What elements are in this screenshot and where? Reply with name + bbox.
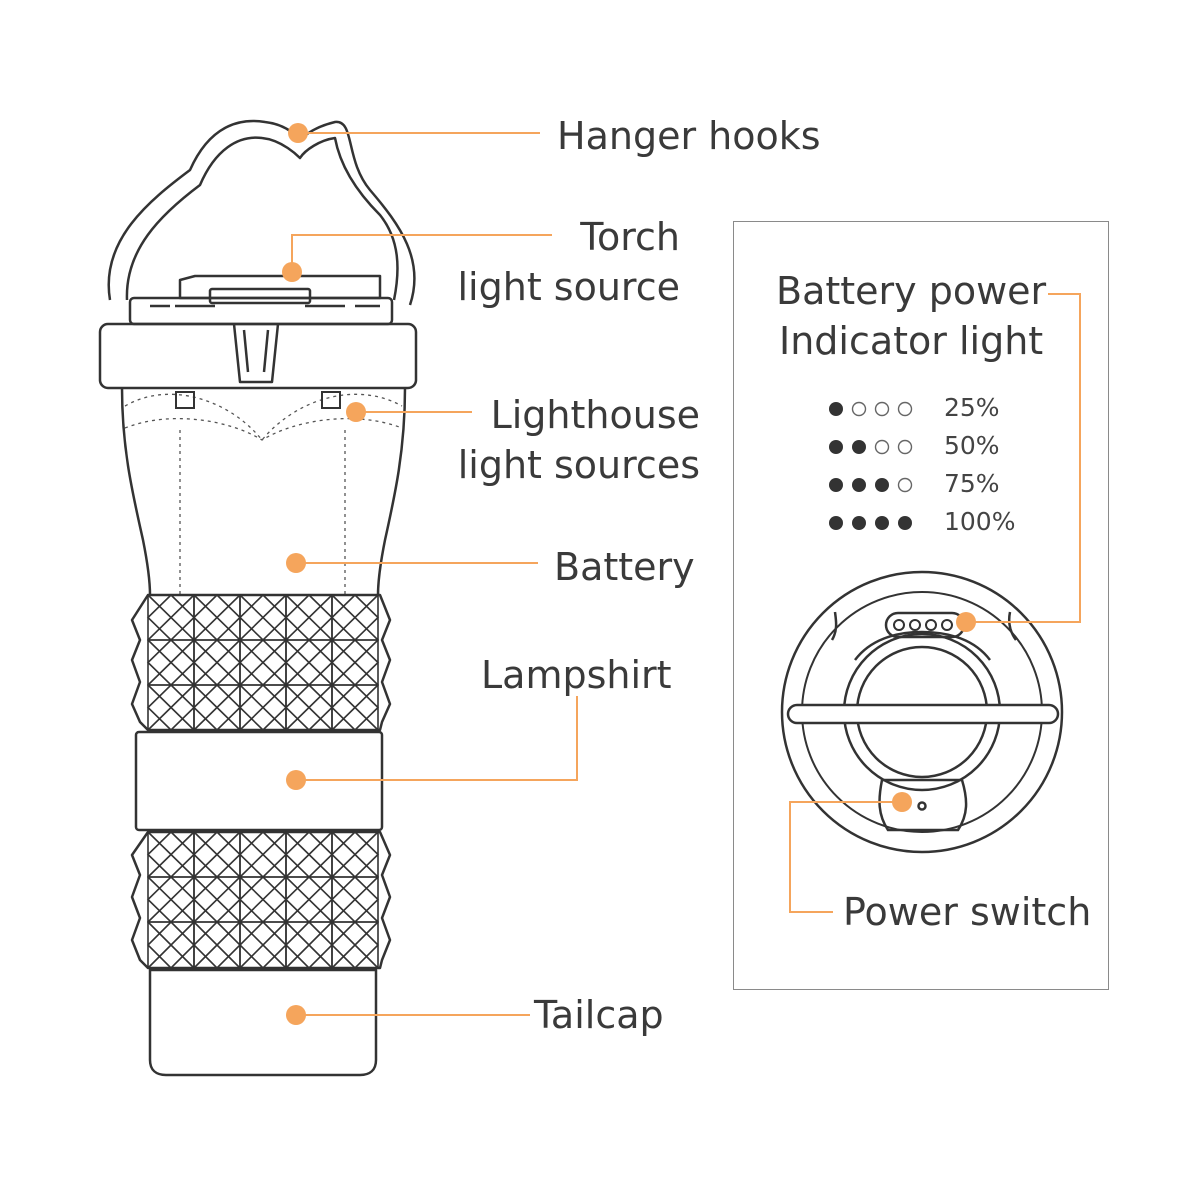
- label-hanger-hooks: Hanger hooks: [557, 114, 821, 158]
- lampshirt-stud: [192, 683, 242, 732]
- lampshirt-stud: [330, 593, 380, 642]
- lampshirt-stud: [192, 920, 242, 970]
- label-power-switch: Power switch: [843, 890, 1092, 934]
- lampshirt-stud: [284, 920, 334, 970]
- label-lampshirt: Lampshirt: [481, 653, 672, 697]
- lampshirt-stud: [192, 593, 242, 642]
- lampshirt-stud: [284, 683, 334, 732]
- bottom-view-panel: [733, 221, 1109, 990]
- level-dot-empty: [897, 477, 913, 493]
- level-dot-filled: [829, 440, 843, 454]
- lampshirt-stud: [284, 593, 334, 642]
- lantern-outline: [98, 119, 418, 596]
- callout-markers: [282, 123, 976, 1025]
- level-dot-empty: [897, 439, 913, 455]
- lampshirt-stud: [146, 875, 196, 924]
- lighthouse-dotted-lines: [124, 393, 403, 595]
- label-tailcap: Tailcap: [534, 993, 664, 1037]
- lampshirt-stud: [146, 920, 196, 970]
- level-dot-filled: [852, 478, 866, 492]
- level-dot-filled: [852, 516, 866, 530]
- level-dot-filled: [829, 478, 843, 492]
- lampshirt-stud: [284, 638, 334, 687]
- battery-level-25: 25%: [944, 393, 1000, 422]
- leader-lines: [291, 132, 1081, 1016]
- lampshirt-stud: [284, 830, 334, 879]
- lampshirt-stud: [192, 875, 242, 924]
- lampshirt-stud: [146, 638, 196, 687]
- lampshirt-stud: [146, 683, 196, 732]
- level-dot-filled: [829, 516, 843, 530]
- lampshirt-stud: [330, 638, 380, 687]
- level-dot-filled: [875, 478, 889, 492]
- lampshirt-stud: [192, 638, 242, 687]
- battery-level-100: 100%: [944, 507, 1016, 536]
- lampshirt-stud: [330, 830, 380, 879]
- battery-level-dots: [829, 401, 913, 530]
- lampshirt-stud: [146, 830, 196, 879]
- lampshirt-stud: [284, 875, 334, 924]
- lighthouse-leds: [175, 391, 341, 409]
- lampshirt-stud: [238, 875, 288, 924]
- level-dot-filled: [852, 440, 866, 454]
- lampshirt-studs: [146, 593, 380, 970]
- lampshirt-stud: [330, 683, 380, 732]
- label-battery: Battery: [554, 545, 695, 589]
- lampshirt-stud: [238, 830, 288, 879]
- hanger-hook: [107, 119, 416, 306]
- battery-level-50: 50%: [944, 431, 1000, 460]
- level-dot-empty: [874, 439, 890, 455]
- lampshirt-stud: [238, 638, 288, 687]
- power-switch-housing: [878, 778, 968, 832]
- lampshirt-stud: [238, 593, 288, 642]
- lampshirt-stud: [238, 683, 288, 732]
- bottom-view: [780, 570, 1064, 854]
- lampshirt-stud: [330, 875, 380, 924]
- lampshirt-stud: [146, 593, 196, 642]
- lampshirt-stud: [238, 920, 288, 970]
- lampshirt-stud: [330, 920, 380, 970]
- level-dot-filled: [875, 516, 889, 530]
- battery-level-75: 75%: [944, 469, 1000, 498]
- lampshirt-stud: [192, 830, 242, 879]
- level-dot-filled: [898, 516, 912, 530]
- level-dot-filled: [829, 402, 843, 416]
- level-dot-empty: [897, 401, 913, 417]
- level-dot-empty: [851, 401, 867, 417]
- level-dot-empty: [874, 401, 890, 417]
